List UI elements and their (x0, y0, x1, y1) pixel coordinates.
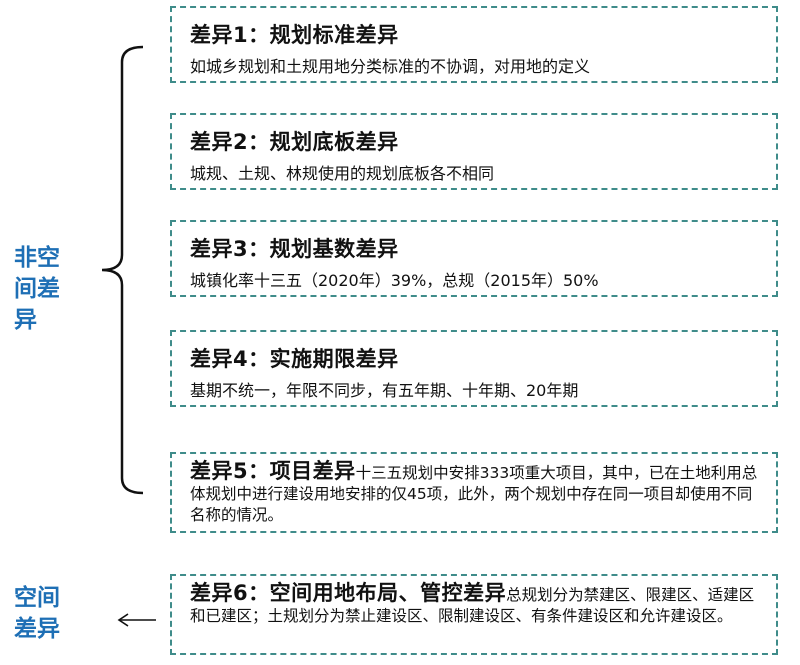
label-line: 间差 (14, 276, 60, 302)
label-line: 空间 (14, 585, 60, 611)
difference-title: 差异5：项目差异 (190, 459, 356, 483)
difference-box-4: 差异4：实施期限差异 基期不统一，年限不同步，有五年期、十年期、20年期 (170, 330, 778, 407)
curly-bracket (101, 45, 144, 495)
difference-title: 差异4：实施期限差异 (190, 347, 399, 371)
non-spatial-difference-label: 非空 间差 异 (14, 243, 60, 336)
difference-description: 城镇化率十三五（2020年）39%，总规（2015年）50% (190, 271, 599, 290)
left-arrow-icon (117, 613, 156, 627)
difference-title: 差异6：空间用地布局、管控差异 (190, 581, 507, 605)
difference-title: 差异1：规划标准差异 (190, 23, 399, 47)
difference-box-3: 差异3：规划基数差异 城镇化率十三五（2020年）39%，总规（2015年）50… (170, 220, 778, 297)
difference-title: 差异2：规划底板差异 (190, 130, 399, 154)
difference-description: 基期不统一，年限不同步，有五年期、十年期、20年期 (190, 381, 579, 400)
difference-box-6: 差异6：空间用地布局、管控差异总规划分为禁建区、限建区、适建区和已建区；土规划分… (170, 574, 778, 655)
difference-description: 如城乡规划和土规用地分类标准的不协调，对用地的定义 (190, 57, 591, 76)
label-line: 差异 (14, 616, 60, 642)
difference-box-2: 差异2：规划底板差异 城规、土规、林规使用的规划底板各不相同 (170, 113, 778, 190)
label-line: 非空 (14, 245, 60, 271)
label-line: 异 (14, 307, 37, 333)
difference-description: 十三五规划中安排333项重大项目，其中，已在土地利用总体规划中进行建设用地安排的… (190, 464, 758, 524)
difference-box-1: 差异1：规划标准差异 如城乡规划和土规用地分类标准的不协调，对用地的定义 (170, 6, 778, 83)
difference-description: 城规、土规、林规使用的规划底板各不相同 (190, 164, 495, 183)
difference-title: 差异3：规划基数差异 (190, 237, 399, 261)
difference-paragraph: 差异6：空间用地布局、管控差异总规划分为禁建区、限建区、适建区和已建区；土规划分… (190, 583, 762, 627)
difference-box-5: 差异5：项目差异十三五规划中安排333项重大项目，其中，已在土地利用总体规划中进… (170, 452, 778, 533)
difference-description: 总规划分为禁建区、限建区、适建区和已建区；土规划分为禁止建设区、限制建设区、有条… (190, 586, 755, 625)
difference-paragraph: 差异5：项目差异十三五规划中安排333项重大项目，其中，已在土地利用总体规划中进… (190, 461, 762, 526)
spatial-difference-label: 空间 差异 (14, 583, 60, 645)
